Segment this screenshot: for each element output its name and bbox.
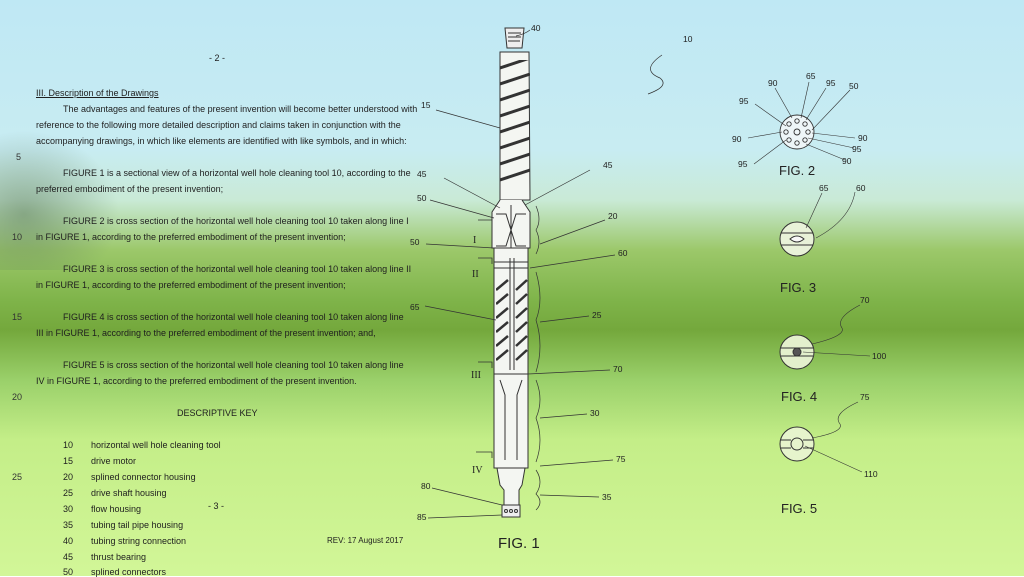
descriptive-key-title: DESCRIPTIVE KEY <box>177 408 258 418</box>
section-mark-ii: II <box>472 269 479 280</box>
fig2-label: 95 <box>738 159 748 169</box>
figure1-desc-2: preferred embodiment of the present inve… <box>36 184 224 194</box>
fig4-cross-section <box>779 334 815 370</box>
drive-motor-helix <box>500 60 530 182</box>
fig4-label: 100 <box>872 351 886 361</box>
page-number-3: - 3 - <box>208 501 225 511</box>
fig5-label: 110 <box>864 469 878 479</box>
fig1-label: 50 <box>410 237 420 247</box>
section-mark-iv: IV <box>472 465 483 476</box>
fig1-label: 50 <box>417 193 427 203</box>
figure5-desc-2: IV in FIGURE 1, according to the preferr… <box>36 376 357 386</box>
page-number-2: - 2 - <box>209 53 226 63</box>
figure2-desc-1: FIGURE 2 is cross section of the horizon… <box>63 216 409 226</box>
figure3-desc-2: in FIGURE 1, according to the preferred … <box>36 280 346 290</box>
fig3-cross-section <box>779 221 815 257</box>
fig4-label: 70 <box>860 295 870 305</box>
fig4-caption: FIG. 4 <box>781 389 817 404</box>
fig2-label: 90 <box>858 133 868 143</box>
line-number: 25 <box>12 472 23 482</box>
intro-line-3: accompanying drawings, in which like ele… <box>36 136 407 146</box>
figure2-desc-2: in FIGURE 1, according to the preferred … <box>36 232 346 242</box>
fig5-cross-section <box>779 426 815 462</box>
section-title: III. Description of the Drawings <box>36 88 159 98</box>
fig1-label: 80 <box>421 481 431 491</box>
tubing-tail-pipe <box>496 467 526 506</box>
fig1-label: 35 <box>602 492 612 502</box>
fig2-caption: FIG. 2 <box>779 163 815 178</box>
fig1-label: 75 <box>616 454 626 464</box>
fig1-label: 45 <box>417 169 427 179</box>
fig1-label: 25 <box>592 310 602 320</box>
fig2-cross-section <box>779 114 815 150</box>
fig1-braces <box>535 205 541 511</box>
fig1-label: 45 <box>603 160 613 170</box>
fig5-label: 75 <box>860 392 870 402</box>
background-hill <box>0 130 120 270</box>
fig2-label: 90 <box>732 134 742 144</box>
fig1-label: 10 <box>683 34 693 44</box>
fig2-leader-lines <box>747 81 856 165</box>
line-number: 5 <box>16 152 22 162</box>
fig1-label: 40 <box>531 23 541 33</box>
fig1-caption: FIG. 1 <box>498 535 540 552</box>
fig1-leader-lines <box>424 29 664 519</box>
fig2-label: 90 <box>768 78 778 88</box>
figure4-desc-2: III in FIGURE 1, according to the prefer… <box>36 328 376 338</box>
line-number: 15 <box>12 312 23 322</box>
fig3-label: 65 <box>819 183 829 193</box>
fig1-label: 30 <box>590 408 600 418</box>
figure3-desc-1: FIGURE 3 is cross section of the horizon… <box>63 264 412 274</box>
fig1-tool-body <box>491 27 531 518</box>
fig2-label: 90 <box>842 156 852 166</box>
fig2-label: 95 <box>826 78 836 88</box>
line-number: 10 <box>12 232 23 242</box>
figure1-desc-1: FIGURE 1 is a sectional view of a horizo… <box>63 168 411 178</box>
section-mark-iii: III <box>471 370 481 381</box>
fig1-label: 60 <box>618 248 628 258</box>
flow-housing <box>493 373 529 469</box>
fig2-label: 50 <box>849 81 859 91</box>
tubing-string-connection <box>504 27 525 49</box>
revision-date: REV: 17 August 2017 <box>327 536 404 545</box>
fig5-caption: FIG. 5 <box>781 501 817 516</box>
figure4-desc-1: FIGURE 4 is cross section of the horizon… <box>63 312 404 322</box>
intro-line-2: reference to the following more detailed… <box>36 120 401 130</box>
figure5-desc-1: FIGURE 5 is cross section of the horizon… <box>63 360 404 370</box>
fig1-label: 65 <box>410 302 420 312</box>
fig3-label: 60 <box>856 183 866 193</box>
fig1-label: 20 <box>608 211 618 221</box>
fig2-label: 95 <box>739 96 749 106</box>
fig2-label: 65 <box>806 71 816 81</box>
fig2-label: 95 <box>852 144 862 154</box>
fig3-caption: FIG. 3 <box>780 280 816 295</box>
line-number: 20 <box>12 392 23 402</box>
intro-line-1: The advantages and features of the prese… <box>63 104 418 114</box>
drive-shaft-helix <box>496 279 509 361</box>
fig1-label: 70 <box>613 364 623 374</box>
section-markers <box>476 219 493 458</box>
section-mark-i: I <box>473 235 476 246</box>
fig1-label: 85 <box>417 512 427 522</box>
fig1-label: 15 <box>421 100 431 110</box>
